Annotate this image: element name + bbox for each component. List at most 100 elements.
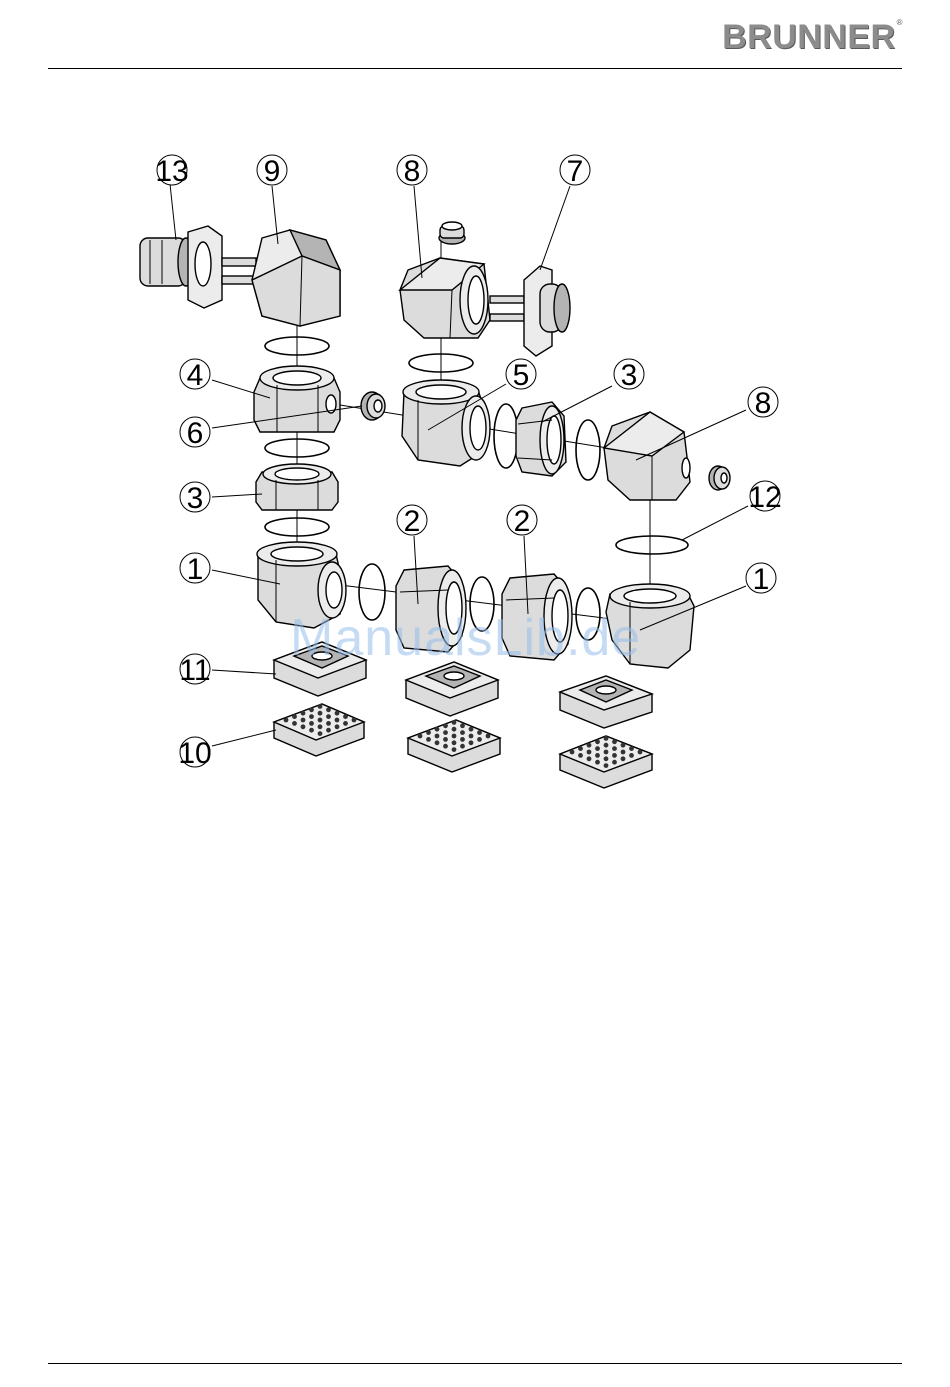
svg-text:11: 11 [179, 654, 210, 687]
grid-stud [460, 730, 465, 735]
grid-stud [343, 714, 348, 719]
grid-stud [443, 730, 448, 735]
svg-text:2: 2 [404, 505, 421, 538]
callout-8-top: 8 [397, 155, 427, 188]
footer-rule [48, 1363, 902, 1364]
part-11-base-plate-c [560, 676, 652, 728]
grid-stud [604, 736, 609, 741]
grid-stud [452, 720, 457, 725]
svg-text:5: 5 [513, 359, 530, 392]
grid-stud [443, 723, 448, 728]
svg-text:3: 3 [187, 482, 204, 515]
callout-12: 12 [748, 481, 781, 514]
grid-stud [418, 734, 423, 739]
grid-stud [604, 763, 609, 768]
part-3-nut-left [256, 464, 338, 510]
grid-stud [595, 760, 600, 765]
grid-stud [460, 723, 465, 728]
watermark: ManualsLib.de [290, 608, 641, 668]
grid-stud [352, 718, 357, 723]
callout-8-right: 8 [748, 387, 778, 420]
grid-stud [309, 728, 314, 733]
grid-stud [452, 727, 457, 732]
grid-stud [318, 718, 323, 723]
grid-stud [443, 737, 448, 742]
grid-stud [604, 756, 609, 761]
callout-3-left: 3 [180, 482, 210, 515]
part-8-elbow-right [604, 412, 690, 500]
grid-stud [595, 739, 600, 744]
part-6-plug [361, 392, 385, 420]
grid-stud [301, 711, 306, 716]
grid-stud [460, 744, 465, 749]
grid-stud [318, 711, 323, 716]
svg-text:4: 4 [187, 359, 204, 392]
svg-text:8: 8 [404, 155, 421, 188]
grid-stud [629, 746, 634, 751]
part-11-base-plate-b [406, 662, 498, 716]
grid-stud [587, 743, 592, 748]
grid-stud [595, 753, 600, 758]
part-4-tee-piece [254, 366, 340, 432]
grid-stud [612, 739, 617, 744]
grid-stud [638, 750, 643, 755]
grid-stud [621, 743, 626, 748]
part-9-elbow [252, 230, 340, 326]
callout-9: 9 [257, 155, 287, 188]
grid-stud [621, 756, 626, 761]
svg-text:10: 10 [178, 737, 211, 770]
callout-2-b: 2 [507, 505, 537, 538]
seal-ring-mid-left [494, 404, 518, 468]
part-12-seal-ring [616, 536, 688, 554]
grid-stud [612, 746, 617, 751]
grid-stud [604, 743, 609, 748]
grid-stud [435, 734, 440, 739]
callout-7: 7 [560, 155, 590, 188]
grid-stud [335, 718, 340, 723]
callout-5: 5 [506, 359, 536, 392]
grid-stud [301, 718, 306, 723]
grid-stud [570, 750, 575, 755]
grid-stud [469, 734, 474, 739]
part-8-elbow-top [400, 222, 490, 338]
grid-stud [587, 750, 592, 755]
grid-stud [318, 704, 323, 709]
grid-stud [309, 707, 314, 712]
grid-stud [629, 753, 634, 758]
svg-text:12: 12 [748, 481, 781, 514]
svg-text:9: 9 [264, 155, 281, 188]
grid-stud [621, 750, 626, 755]
svg-text:1: 1 [187, 553, 204, 586]
grid-stud [426, 730, 431, 735]
grid-stud [335, 724, 340, 729]
grid-stud [292, 721, 297, 726]
grid-stud [318, 731, 323, 736]
grid-stud [452, 734, 457, 739]
grid-stud [587, 756, 592, 761]
part-5-elbow-middle [402, 380, 490, 466]
grid-stud [309, 714, 314, 719]
grid-stud [326, 721, 331, 726]
grid-stud [452, 740, 457, 745]
grid-stud [595, 746, 600, 751]
callout-13: 13 [155, 155, 188, 188]
grid-stud [612, 760, 617, 765]
part-13-flue-connector [140, 226, 256, 308]
grid-stud [284, 718, 289, 723]
grid-stud [343, 721, 348, 726]
grid-stud [460, 737, 465, 742]
grid-stud [486, 734, 491, 739]
grid-stud [443, 744, 448, 749]
grid-stud [435, 740, 440, 745]
callout-10: 10 [178, 737, 211, 770]
grid-stud [326, 728, 331, 733]
callout-2-a: 2 [397, 505, 427, 538]
svg-text:1: 1 [753, 563, 770, 596]
part-6-plug-right [709, 466, 730, 490]
svg-text:8: 8 [755, 387, 772, 420]
svg-text:3: 3 [621, 359, 638, 392]
grid-stud [292, 714, 297, 719]
callout-11: 11 [179, 654, 210, 687]
callout-1-left: 1 [180, 553, 210, 586]
